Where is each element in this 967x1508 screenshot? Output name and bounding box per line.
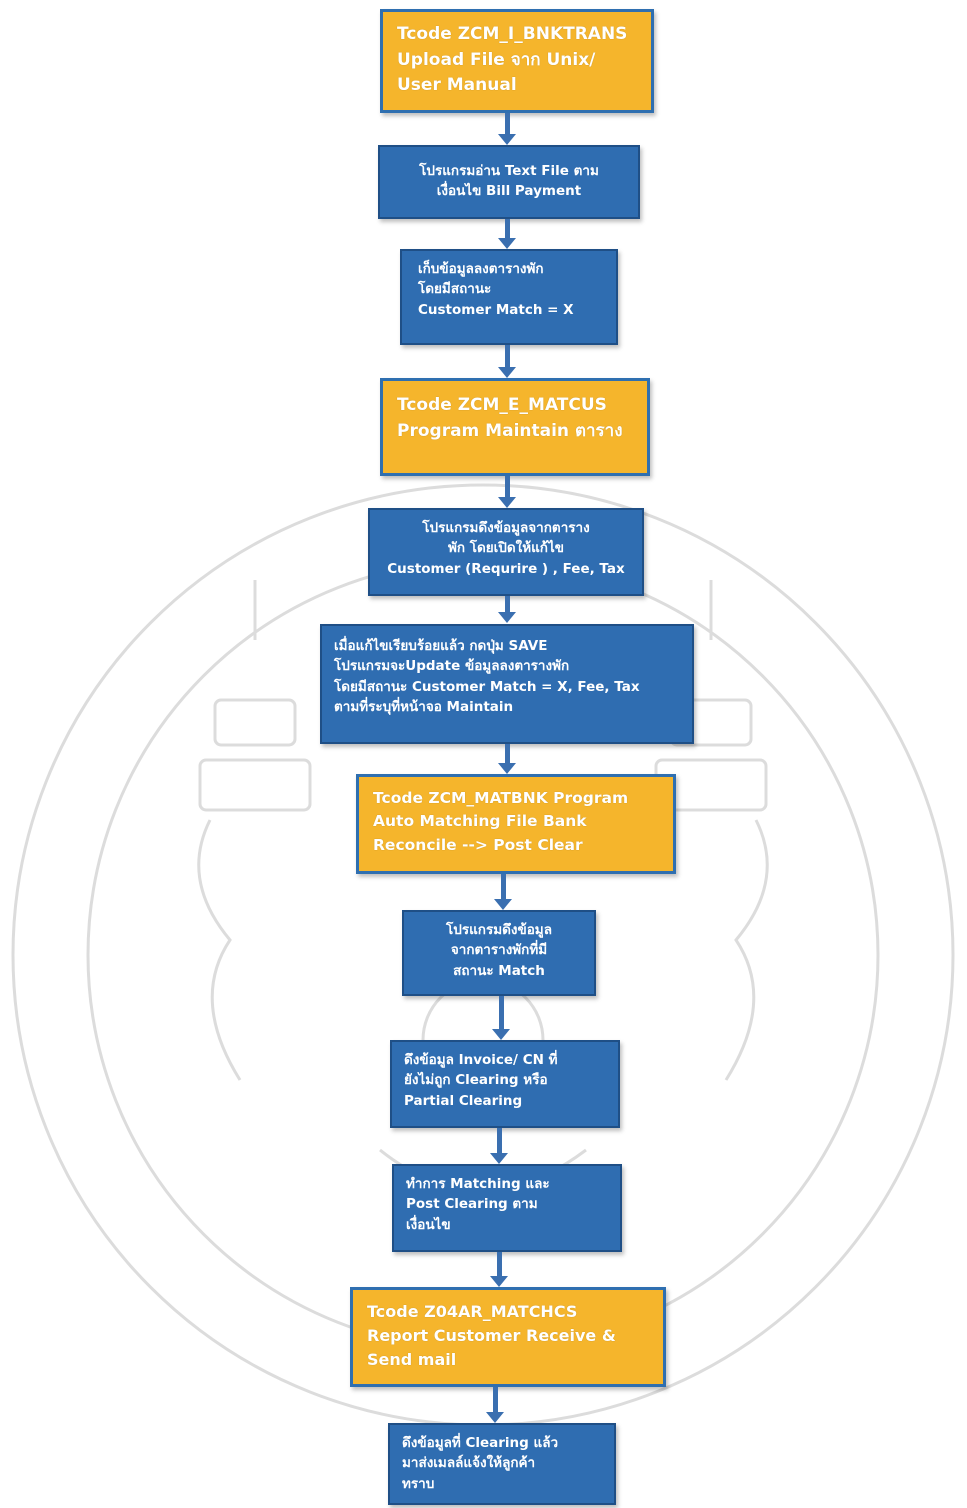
step-10-matching-post-clearing: ทำการ Matching และ Post Clearing ตาม เงื… bbox=[392, 1164, 622, 1252]
step-12-send-mail-customer: ดึงข้อมูลที่ Clearing แล้ว มาส่งเมลล์แจ้… bbox=[388, 1423, 616, 1505]
step-8-fetch-match-status: โปรแกรมดึงข้อมูล จากตารางพักที่มี สถานะ … bbox=[402, 910, 596, 996]
step-6-save-update-staging: เมื่อแก้ไขเรียบร้อยแล้ว กดปุ่ม SAVE โปรแ… bbox=[320, 624, 694, 744]
step-7-tcode-matbnk: Tcode ZCM_MATBNK Program Auto Matching F… bbox=[356, 774, 676, 874]
step-9-fetch-open-invoices: ดึงข้อมูล Invoice/ CN ที่ ยังไม่ถูก Clea… bbox=[390, 1040, 620, 1128]
step-4-tcode-matcus: Tcode ZCM_E_MATCUS Program Maintain ตารา… bbox=[380, 378, 650, 476]
step-11-tcode-matchcs: Tcode Z04AR_MATCHCS Report Customer Rece… bbox=[350, 1287, 666, 1387]
step-2-read-text-file: โปรแกรมอ่าน Text File ตาม เงื่อนไข Bill … bbox=[378, 145, 640, 219]
step-5-fetch-and-edit: โปรแกรมดึงข้อมูลจากตาราง พัก โดยเปิดให้แ… bbox=[368, 508, 644, 596]
step-1-tcode-bnktrans: Tcode ZCM_I_BNKTRANS Upload File จาก Uni… bbox=[380, 9, 654, 113]
step-3-store-to-staging-table: เก็บข้อมูลลงตารางพัก โดยมีสถานะ Customer… bbox=[400, 249, 618, 345]
